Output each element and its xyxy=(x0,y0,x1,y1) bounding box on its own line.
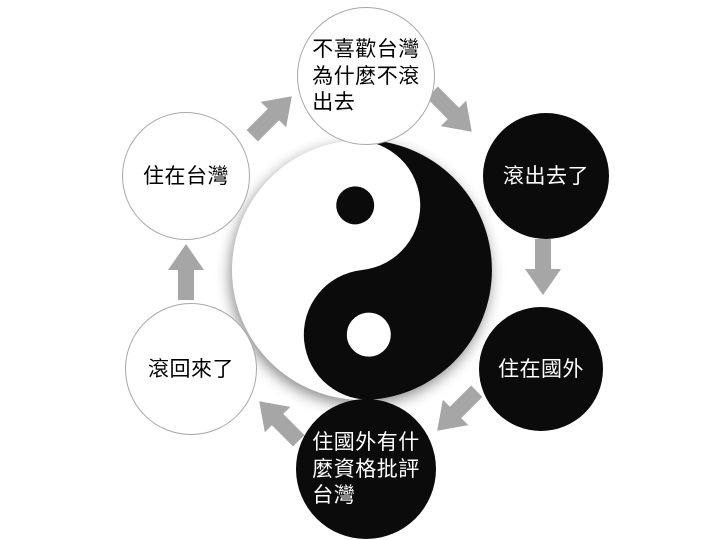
cycle-arrow-down-right xyxy=(419,79,484,144)
node-label: 滾出去了 xyxy=(503,163,589,188)
cycle-arrow-down xyxy=(525,239,561,295)
cycle-arrow-down-left xyxy=(424,378,489,443)
node-label: 不喜歡台灣 為什麼不滾 出去 xyxy=(312,36,420,115)
node-living-in-taiwan: 住在台灣 xyxy=(122,112,250,240)
node-label: 住國外有什 麼資格批評 台灣 xyxy=(312,429,420,508)
node-left-taiwan: 滾出去了 xyxy=(483,113,609,239)
node-no-right-to-criticize: 住國外有什 麼資格批評 台灣 xyxy=(296,399,436,539)
cycle-arrow-up-left xyxy=(246,388,311,453)
cycle-arrow-up xyxy=(168,244,204,300)
node-dislike-taiwan-why-not-leave: 不喜歡台灣 為什麼不滾 出去 xyxy=(297,7,435,145)
node-living-abroad: 住在國外 xyxy=(479,307,603,431)
node-label: 住在台灣 xyxy=(143,163,229,188)
cycle-arrow-up-right xyxy=(239,83,304,148)
node-came-back: 滾回來了 xyxy=(125,303,257,435)
yin-yang-icon xyxy=(232,140,492,400)
node-label: 滾回來了 xyxy=(148,356,234,381)
node-label: 住在國外 xyxy=(498,356,584,381)
yin-yang-symbol xyxy=(226,134,498,406)
